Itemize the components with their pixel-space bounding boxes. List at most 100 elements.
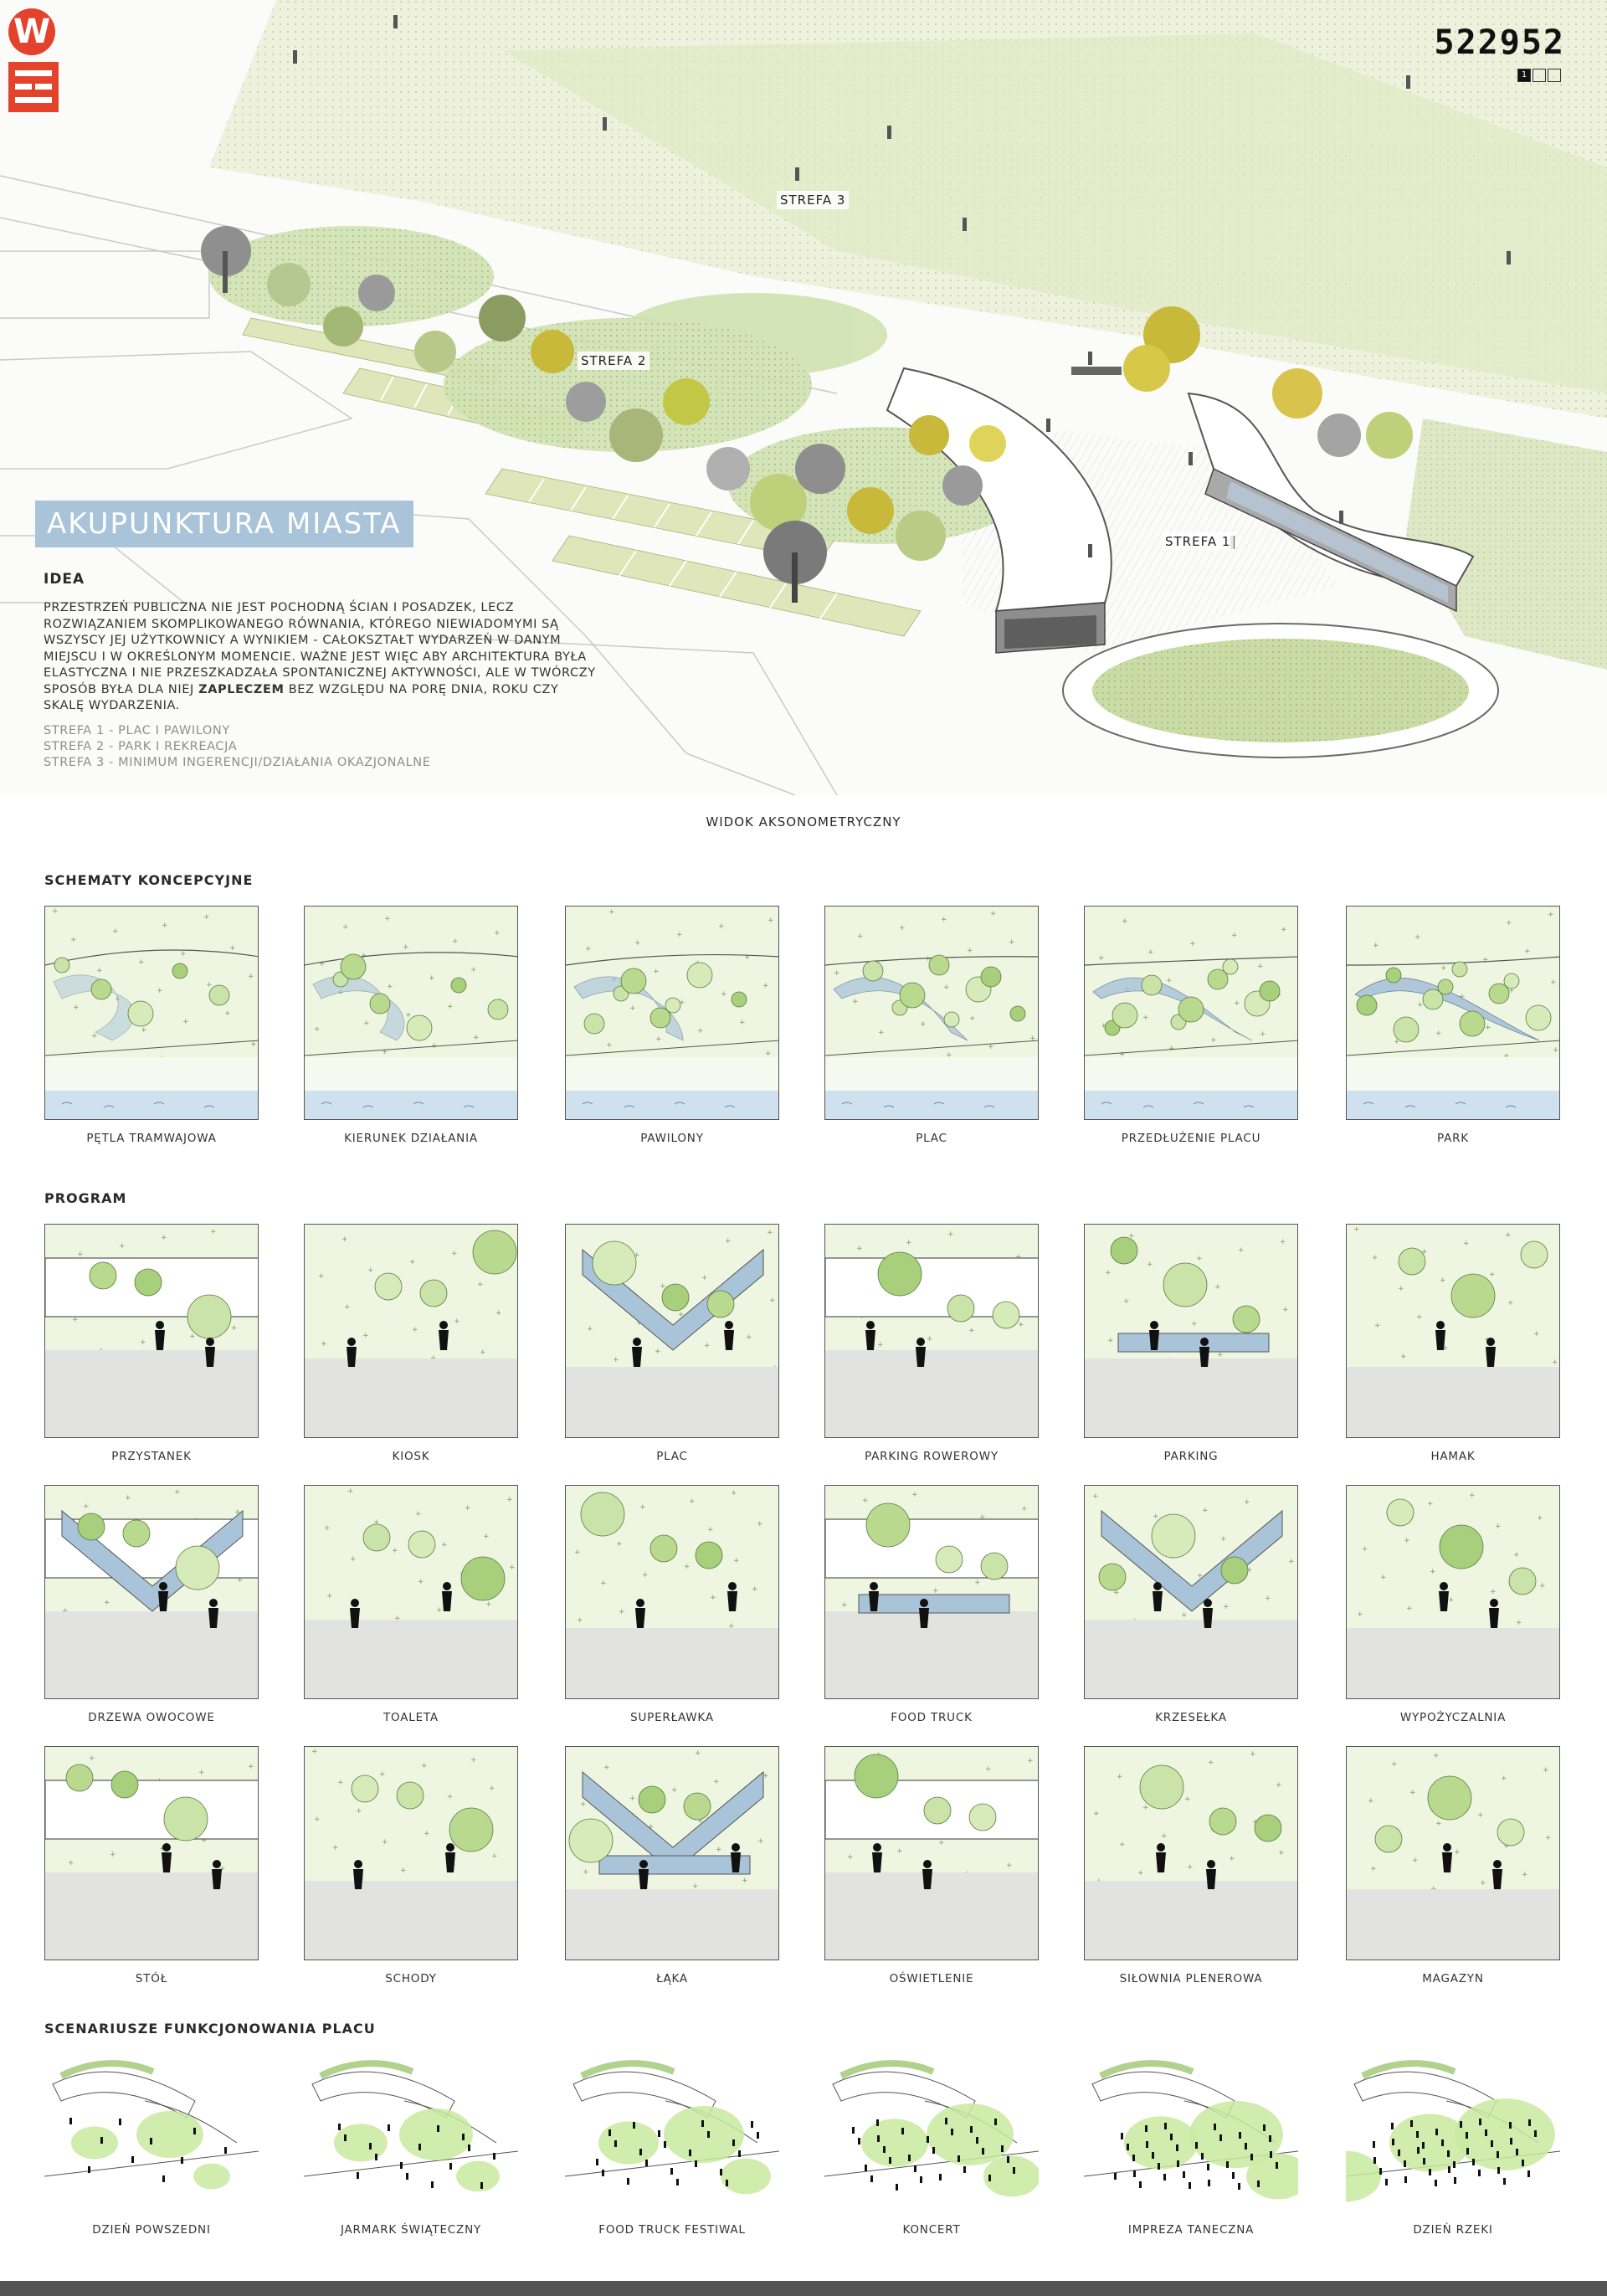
svg-text:+: + bbox=[125, 1494, 131, 1502]
svg-text:+: + bbox=[1107, 1337, 1114, 1345]
svg-text:+: + bbox=[1257, 963, 1264, 971]
zone-label-3: STREFA 3 bbox=[777, 191, 850, 209]
svg-text:+: + bbox=[454, 1318, 460, 1326]
svg-text:+: + bbox=[979, 1513, 986, 1522]
svg-text:+: + bbox=[1357, 1610, 1363, 1619]
svg-text:+: + bbox=[394, 1615, 401, 1623]
svg-text:+: + bbox=[988, 1043, 994, 1051]
svg-text:+: + bbox=[1098, 954, 1105, 963]
svg-text:+: + bbox=[1278, 1849, 1285, 1857]
bottom-bar bbox=[0, 2281, 1607, 2296]
svg-text:+: + bbox=[1552, 1359, 1558, 1367]
svg-text:+: + bbox=[491, 1852, 498, 1861]
svg-text:+: + bbox=[704, 1342, 711, 1350]
scenario-caption: FOOD TRUCK FESTIWAL bbox=[598, 2223, 746, 2237]
concept-caption: PRZEDŁUŻENIE PLACU bbox=[1121, 1132, 1261, 1145]
program-tile: ++++++++++++++++++++++++++ bbox=[1346, 1746, 1560, 1960]
svg-text:+: + bbox=[1372, 1254, 1379, 1262]
program-caption: TOALETA bbox=[383, 1711, 439, 1724]
project-title: AKUPUNKTURA MIASTA bbox=[35, 501, 413, 547]
svg-text:+: + bbox=[721, 990, 727, 999]
svg-text:+: + bbox=[1223, 1603, 1230, 1611]
program-caption: ŁĄKA bbox=[656, 1972, 688, 1985]
svg-text:+: + bbox=[506, 1496, 513, 1504]
svg-text:+: + bbox=[1543, 1766, 1549, 1775]
scenario-drawing bbox=[1346, 2051, 1560, 2210]
svg-text:+: + bbox=[452, 937, 459, 946]
svg-text:+: + bbox=[318, 1272, 325, 1281]
svg-text:+: + bbox=[603, 1764, 610, 1772]
logo-w-icon: W bbox=[8, 8, 55, 55]
svg-text:+: + bbox=[613, 1356, 619, 1364]
svg-text:+: + bbox=[1168, 1045, 1175, 1053]
concept-section-title: SCHEMATY KONCEPCYJNE bbox=[44, 872, 254, 888]
program-caption: PLAC bbox=[656, 1450, 688, 1463]
svg-text:+: + bbox=[1142, 1804, 1149, 1812]
svg-text:+: + bbox=[906, 1239, 912, 1247]
svg-text:+: + bbox=[725, 1237, 732, 1246]
program-tile: ++++++++++++++++++++++++++ bbox=[304, 1746, 518, 1960]
svg-text:+: + bbox=[1260, 1030, 1266, 1039]
svg-text:+: + bbox=[1353, 1225, 1360, 1234]
svg-text:+: + bbox=[157, 987, 163, 995]
svg-text:+: + bbox=[985, 1765, 992, 1774]
svg-text:+: + bbox=[201, 1836, 208, 1845]
program-caption: STÓŁ bbox=[135, 1972, 168, 1985]
svg-text:+: + bbox=[1463, 1240, 1470, 1248]
svg-text:+: + bbox=[1433, 1752, 1440, 1760]
concept-tile: ++++++++++++++++++++++++++ bbox=[1346, 906, 1560, 1120]
svg-text:+: + bbox=[337, 1779, 344, 1787]
program-tile: ++++++++++++++++++++++++++ bbox=[824, 1746, 1039, 1960]
svg-text:+: + bbox=[1189, 940, 1196, 948]
svg-text:+: + bbox=[877, 1341, 884, 1349]
svg-text:+: + bbox=[1548, 911, 1554, 919]
svg-text:+: + bbox=[470, 1756, 477, 1764]
svg-text:+: + bbox=[250, 1040, 257, 1049]
svg-text:+: + bbox=[1490, 1588, 1497, 1596]
svg-text:+: + bbox=[104, 1599, 110, 1607]
svg-text:+: + bbox=[762, 1772, 769, 1780]
svg-text:+: + bbox=[899, 924, 906, 932]
program-illustration: ++++++++++++++++++++++++++ bbox=[45, 1486, 258, 1698]
concept-illustration: ++++++++++++++++++++++++++ bbox=[305, 907, 517, 1119]
svg-text:+: + bbox=[1553, 1046, 1559, 1055]
svg-text:+: + bbox=[311, 1748, 318, 1756]
svg-text:+: + bbox=[932, 1587, 939, 1595]
svg-text:+: + bbox=[716, 1846, 722, 1854]
svg-text:+: + bbox=[447, 1003, 454, 1011]
idea-paragraph-2-end: BEZ WZGLĘDU NA PORĘ DNIA, ROKU CZY SKALĘ… bbox=[44, 682, 559, 713]
program-caption: PARKING bbox=[1163, 1450, 1219, 1463]
svg-text:+: + bbox=[1202, 1507, 1209, 1515]
svg-text:+: + bbox=[878, 1029, 885, 1037]
svg-text:+: + bbox=[415, 1510, 422, 1518]
program-caption: SCHODY bbox=[385, 1972, 437, 1985]
svg-text:+: + bbox=[1516, 1619, 1522, 1627]
svg-text:+: + bbox=[1119, 1050, 1126, 1059]
svg-text:+: + bbox=[1015, 1253, 1022, 1261]
program-caption: MAGAZYN bbox=[1422, 1972, 1484, 1985]
svg-text:+: + bbox=[678, 1311, 685, 1319]
scenario-illustration bbox=[1084, 2051, 1298, 2210]
svg-text:+: + bbox=[314, 1025, 321, 1034]
brand-logo: W bbox=[8, 8, 60, 112]
svg-text:+: + bbox=[968, 1327, 975, 1335]
svg-text:+: + bbox=[1440, 964, 1447, 973]
idea-paragraph-1: PRZESTRZEŃ PUBLICZNA NIE JEST POCHODNĄ Ś… bbox=[44, 601, 562, 664]
svg-text:+: + bbox=[1505, 1231, 1512, 1240]
svg-text:+: + bbox=[344, 1303, 351, 1312]
svg-text:+: + bbox=[350, 1555, 357, 1564]
program-illustration: ++++++++++++++++++++++++++ bbox=[566, 1486, 778, 1698]
zone-item-1: STREFA 1 - PLAC I PAWILONY bbox=[44, 724, 230, 737]
program-tile: ++++++++++++++++++++++++++ bbox=[304, 1485, 518, 1699]
program-illustration: ++++++++++++++++++++++++++ bbox=[45, 1747, 258, 1960]
svg-text:+: + bbox=[494, 929, 501, 937]
program-tile: ++++++++++++++++++++++++++ bbox=[1084, 1224, 1298, 1438]
svg-text:+: + bbox=[1137, 1869, 1144, 1877]
svg-text:+: + bbox=[1093, 1810, 1100, 1818]
svg-text:+: + bbox=[379, 1770, 386, 1779]
svg-text:+: + bbox=[495, 1309, 502, 1318]
svg-text:+: + bbox=[1524, 948, 1531, 956]
svg-text:+: + bbox=[927, 1335, 933, 1343]
scenario-drawing bbox=[565, 2051, 779, 2210]
concept-illustration: ++++++++++++++++++++++++++ bbox=[45, 907, 258, 1119]
